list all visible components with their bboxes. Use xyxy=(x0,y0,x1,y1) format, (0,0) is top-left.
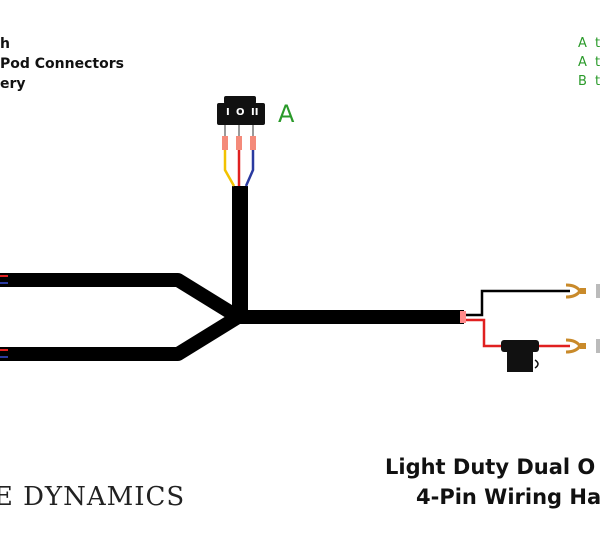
legend-left-line-1: h xyxy=(0,36,10,52)
left-connector-top xyxy=(0,275,8,284)
harness-upper-branch xyxy=(0,273,242,323)
harness-end-sleeve xyxy=(460,311,466,323)
legend-left-line-2: Pod Connectors xyxy=(0,56,124,72)
legend-right: A t A t B t xyxy=(578,34,600,91)
harness-lower-branch xyxy=(0,311,242,361)
title-line-1: Light Duty Dual O xyxy=(385,455,596,479)
switch-label: A xyxy=(278,100,295,128)
switch-wire-blue xyxy=(244,150,255,187)
title-line-2: 4-Pin Wiring Ha xyxy=(416,485,600,509)
legend-left-line-3: ery xyxy=(0,76,26,92)
rocker-switch xyxy=(217,96,265,125)
switch-position-2: O xyxy=(236,107,245,118)
legend-right-line-1: A t xyxy=(578,36,600,51)
switch-position-3: II xyxy=(251,107,259,118)
legend-right-line-2: A t xyxy=(578,55,600,70)
legend-right-line-3: B t xyxy=(578,74,600,89)
legend-left: h Pod Connectors ery xyxy=(0,34,140,94)
fuse-holder xyxy=(501,340,539,372)
brand-text: DE DYNAMICS xyxy=(0,482,186,512)
switch-position-1: I xyxy=(226,107,230,118)
switch-wire-yellow xyxy=(223,150,236,187)
ring-terminal-bottom xyxy=(565,338,600,354)
left-connector-bottom xyxy=(0,349,8,358)
ground-wire-black xyxy=(464,289,570,317)
brand-logo: DE DYNAMICS xyxy=(0,482,205,512)
switch-pins xyxy=(222,125,256,150)
ring-terminal-top xyxy=(565,283,600,299)
